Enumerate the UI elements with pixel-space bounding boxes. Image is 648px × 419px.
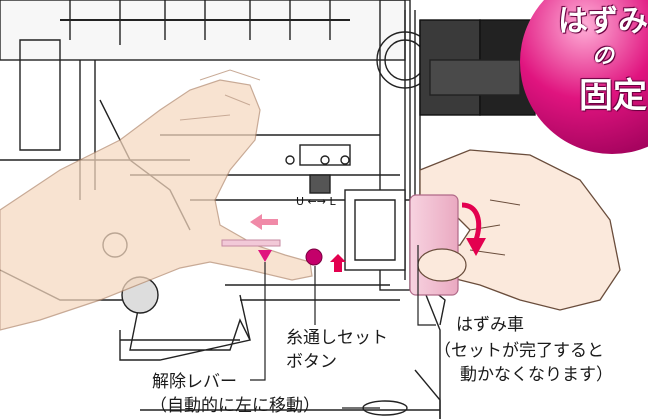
threading-set-button bbox=[305, 248, 323, 266]
rotation-arrowhead bbox=[466, 238, 486, 256]
machine-body bbox=[0, 0, 536, 419]
rotation-arrow bbox=[461, 202, 482, 241]
release-lever bbox=[221, 239, 281, 247]
badge-title-line3: 固定 bbox=[579, 76, 647, 116]
lever-move-arrow bbox=[250, 214, 278, 230]
push-arrow bbox=[330, 254, 346, 272]
release-lever-note: （自動的に左に移動） bbox=[150, 396, 320, 416]
handwheel bbox=[409, 194, 467, 296]
threading-button-label-line2: ボタン bbox=[286, 352, 337, 372]
threading-button-label: 糸通しセット bbox=[286, 328, 388, 348]
release-lever-marker bbox=[258, 250, 272, 262]
callout-leaders bbox=[250, 245, 436, 409]
badge-circle bbox=[520, 0, 648, 154]
handwheel-note-line1: （セットが完了すると bbox=[434, 341, 604, 361]
badge-title-line1: はずみ bbox=[558, 4, 648, 39]
badge-title-line2: の bbox=[591, 44, 614, 69]
release-lever-label: 解除レバー bbox=[152, 372, 237, 392]
handwheel-note-line2: 動かなくなります） bbox=[460, 365, 613, 385]
stitch-adjust-marking: U ←→ L bbox=[296, 195, 336, 208]
handwheel-label: はずみ車 bbox=[456, 315, 524, 335]
